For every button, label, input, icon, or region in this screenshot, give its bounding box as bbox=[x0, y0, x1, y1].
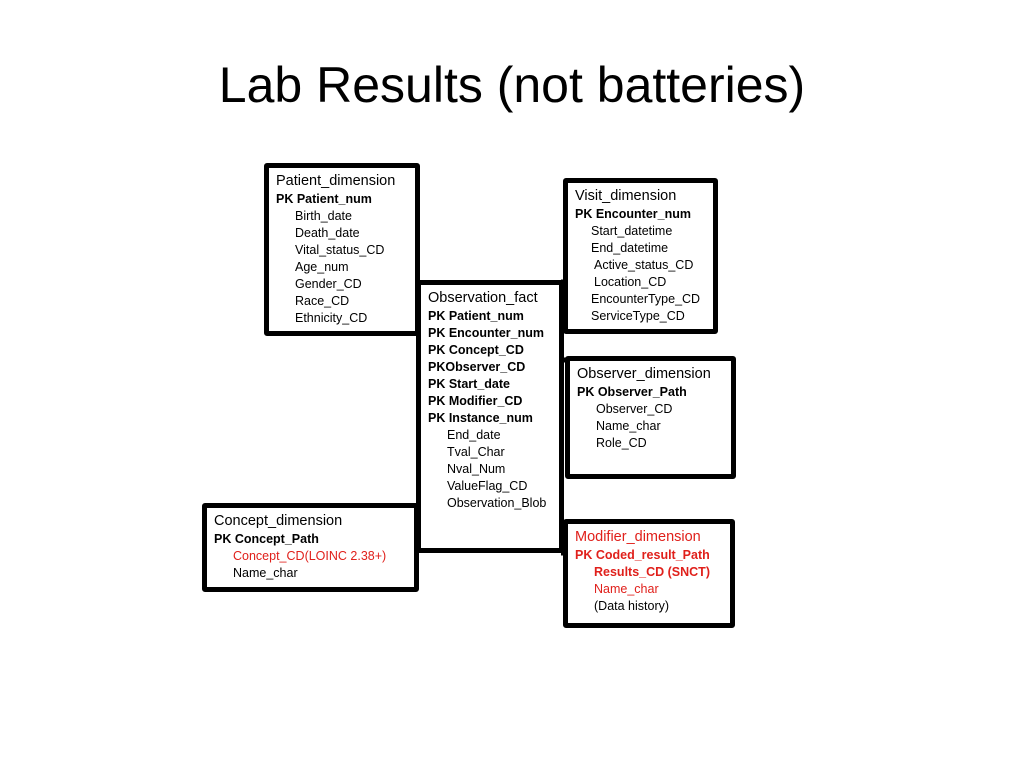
pk-field: PK Concept_Path bbox=[214, 532, 319, 546]
pk-field: PK Encounter_num bbox=[428, 326, 544, 340]
pk-field: PK Instance_num bbox=[428, 411, 533, 425]
attribute-field: EncounterType_CD bbox=[591, 292, 701, 306]
attribute-field-highlighted: Results_CD (SNCT) bbox=[594, 565, 710, 579]
concept-dimension-box: Concept_dimension PK Concept_Path Concep… bbox=[202, 503, 419, 592]
attribute-field: Tval_Char bbox=[447, 445, 505, 459]
modifier-dimension-name: Modifier_dimension bbox=[575, 529, 701, 545]
attribute-field: Vital_status_CD bbox=[295, 243, 385, 257]
pk-field: PK Concept_CD bbox=[428, 343, 524, 357]
patient-dimension-name: Patient_dimension bbox=[276, 173, 396, 189]
attribute-field: Location_CD bbox=[594, 275, 667, 289]
attribute-field: Observation_Blob bbox=[447, 496, 547, 510]
observer-dimension-name: Observer_dimension bbox=[577, 366, 711, 382]
attribute-field: ServiceType_CD bbox=[591, 309, 685, 323]
pk-field: PKObserver_CD bbox=[428, 360, 526, 374]
pk-field: PK Patient_num bbox=[428, 309, 524, 323]
attribute-field: Gender_CD bbox=[295, 277, 362, 291]
attribute-field: Death_date bbox=[295, 226, 360, 240]
attribute-field: End_datetime bbox=[591, 241, 669, 255]
attribute-field: Nval_Num bbox=[447, 462, 506, 476]
attribute-field: Ethnicity_CD bbox=[295, 311, 368, 325]
patient-dimension-box: Patient_dimension PK Patient_num Birth_d… bbox=[264, 163, 420, 336]
pk-field: PK Observer_Path bbox=[577, 385, 687, 399]
pk-field: PK Start_date bbox=[428, 377, 510, 391]
visit-dimension-box: Visit_dimension PK Encounter_num Start_d… bbox=[563, 178, 718, 334]
pk-field: PK Encounter_num bbox=[575, 207, 691, 221]
attribute-field: End_date bbox=[447, 428, 501, 442]
concept-dimension-name: Concept_dimension bbox=[214, 513, 343, 529]
attribute-field: Birth_date bbox=[295, 209, 352, 223]
observer-dimension-box: Observer_dimension PK Observer_Path Obse… bbox=[565, 356, 736, 479]
attribute-field: (Data history) bbox=[594, 599, 670, 613]
pk-field: PK Patient_num bbox=[276, 192, 372, 206]
pk-field-highlighted: PK Coded_result_Path bbox=[575, 548, 710, 562]
attribute-field: Start_datetime bbox=[591, 224, 673, 238]
modifier-dimension-box: Modifier_dimension PK Coded_result_Path … bbox=[563, 519, 735, 628]
attribute-field-highlighted: Concept_CD(LOINC 2.38+) bbox=[233, 549, 387, 563]
visit-dimension-name: Visit_dimension bbox=[575, 188, 677, 204]
observation-fact-box: Observation_fact PK Patient_num PK Encou… bbox=[416, 280, 564, 553]
page-title: Lab Results (not batteries) bbox=[218, 57, 806, 113]
attribute-field-highlighted: Name_char bbox=[594, 582, 659, 596]
attribute-field: Observer_CD bbox=[596, 402, 673, 416]
attribute-field: ValueFlag_CD bbox=[447, 479, 528, 493]
attribute-field: Name_char bbox=[233, 566, 298, 580]
attribute-field: Role_CD bbox=[596, 436, 647, 450]
attribute-field: Race_CD bbox=[295, 294, 350, 308]
attribute-field: Active_status_CD bbox=[594, 258, 694, 272]
observation-fact-name: Observation_fact bbox=[428, 290, 538, 306]
attribute-field: Age_num bbox=[295, 260, 349, 274]
pk-field: PK Modifier_CD bbox=[428, 394, 523, 408]
attribute-field: Name_char bbox=[596, 419, 661, 433]
